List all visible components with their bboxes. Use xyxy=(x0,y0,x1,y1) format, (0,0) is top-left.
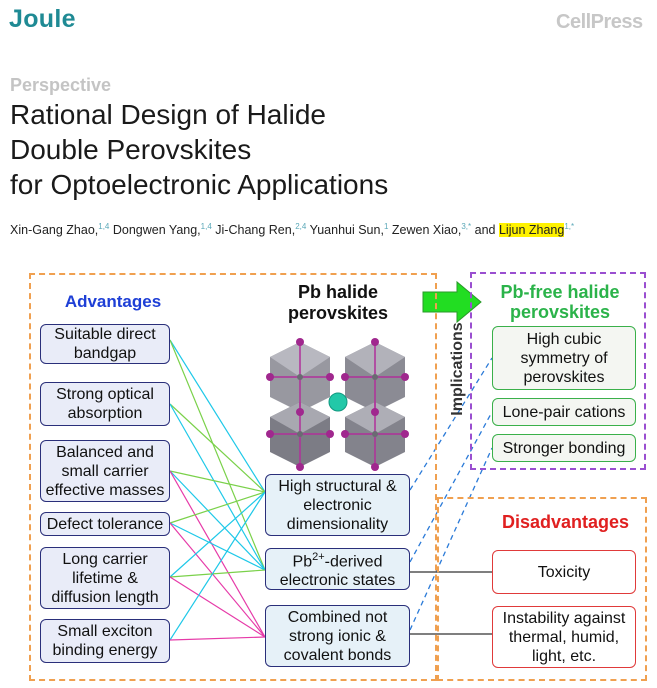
pb-free-item: High cubic symmetry of perovskites xyxy=(492,326,636,390)
journal-logo: Joule xyxy=(9,5,76,33)
graphical-abstract: Advantages Pb halide perovskites Pb-free… xyxy=(0,262,657,688)
title-line-2: Double Perovskites xyxy=(10,134,252,165)
author-name[interactable]: Zewen Xiao, xyxy=(391,223,462,238)
article-type: Perspective xyxy=(10,75,112,95)
perovskite-structure-icon xyxy=(266,338,409,471)
author-list: Xin-Gang Zhao,1,4 Dongwen Yang,1,4 Ji-Ch… xyxy=(10,222,575,238)
connector-line xyxy=(169,339,266,493)
publisher-logo: CellPress xyxy=(556,11,643,33)
author-affiliation: 1 xyxy=(383,222,389,231)
author-name[interactable]: Yuanhui Sun, xyxy=(309,223,384,238)
pb-free-heading: Pb-free halide perovskites xyxy=(500,282,620,322)
title-line-3: for Optoelectronic Applications xyxy=(10,169,389,200)
pb-free-region xyxy=(470,272,646,470)
author-affiliation: 1,* xyxy=(564,222,575,231)
author-affiliation: 2,4 xyxy=(295,222,307,231)
author-name[interactable]: Dongwen Yang, xyxy=(112,223,201,238)
implication-link xyxy=(409,411,493,563)
article-title: Rational Design of Halide Double Perovsk… xyxy=(10,97,388,202)
disadvantages-heading: Disadvantages xyxy=(501,512,630,532)
advantages-region xyxy=(29,273,437,681)
disadvantage-item: Toxicity xyxy=(492,550,636,594)
pb-free-item: Lone-pair cations xyxy=(492,398,636,426)
disadvantages-region xyxy=(437,497,647,681)
implications-label: Implications xyxy=(449,322,466,416)
author-name[interactable]: Xin-Gang Zhao, xyxy=(10,223,99,238)
advantage-item: Suitable direct bandgap xyxy=(40,324,170,364)
title-line-1: Rational Design of Halide xyxy=(10,99,326,130)
feature-dimensionality: High structural & electronic dimensional… xyxy=(265,474,410,536)
advantage-item: Defect tolerance xyxy=(40,512,170,536)
author-affiliation: 3,* xyxy=(461,222,472,231)
connector-line xyxy=(169,636,266,641)
connector-layer xyxy=(169,280,493,641)
author-name-highlighted[interactable]: Lijun Zhang xyxy=(498,223,565,238)
connector-line xyxy=(169,470,266,638)
connector-line xyxy=(169,522,266,638)
implication-link xyxy=(409,357,493,491)
author-conjunction: and xyxy=(474,223,496,238)
connector-line xyxy=(169,491,266,578)
connector-line xyxy=(169,576,266,638)
advantages-heading: Advantages xyxy=(64,292,162,311)
connector-line xyxy=(169,470,266,571)
implication-link xyxy=(409,447,493,631)
feature-pb-text: Pb2+-derived electronic states xyxy=(279,550,396,590)
pb-free-item: Stronger bonding xyxy=(492,434,636,462)
disadvantage-item: Instability against thermal, humid, ligh… xyxy=(492,606,636,668)
connector-line xyxy=(169,569,266,578)
feature-bonds: Combined not strong ionic & covalent bon… xyxy=(265,605,410,667)
connector-line xyxy=(169,522,266,571)
advantage-item: Balanced and small carrier effective mas… xyxy=(40,440,170,502)
connector-line xyxy=(169,403,266,493)
pb-halide-heading: Pb halide perovskites xyxy=(287,282,389,323)
connector-line xyxy=(169,403,266,571)
advantage-item: Small exciton binding energy xyxy=(40,619,170,663)
feature-pb-states: Pb2+-derived electronic states xyxy=(265,548,410,590)
connector-line xyxy=(169,470,266,493)
author-affiliation: 1,4 xyxy=(98,222,110,231)
connector-line xyxy=(169,491,266,641)
author-name[interactable]: Ji-Chang Ren, xyxy=(215,223,296,238)
implication-arrow-icon xyxy=(422,280,482,324)
connector-line xyxy=(169,339,266,571)
advantage-item: Long carrier lifetime & diffusion length xyxy=(40,547,170,609)
advantage-item: Strong optical absorption xyxy=(40,382,170,426)
connector-line xyxy=(169,491,266,524)
author-affiliation: 1,4 xyxy=(200,222,212,231)
